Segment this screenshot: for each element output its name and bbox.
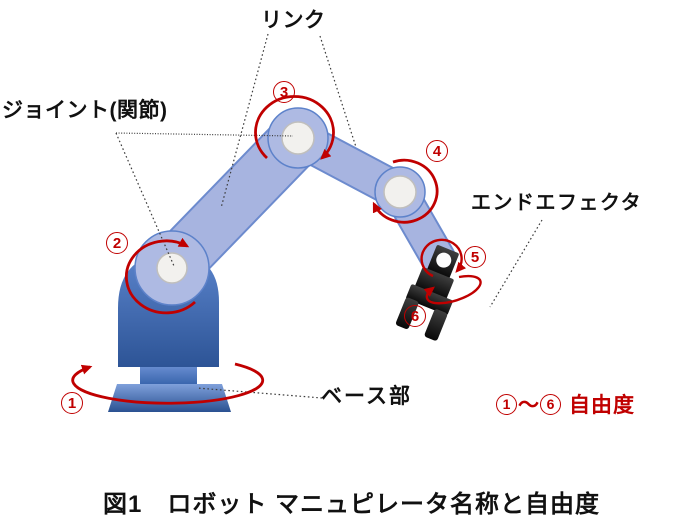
end-effector-gripper: [395, 245, 459, 341]
rotation-arrow-1: [71, 362, 265, 405]
rotation-arrow-5: [420, 238, 467, 278]
leader-link-1: [220, 33, 269, 209]
dof-legend-from: 1: [496, 393, 517, 415]
joint-3-pin: [281, 121, 315, 155]
figure-caption: 図1 ロボット マニュピレータ名称と自由度: [103, 491, 601, 518]
label-end-effector: エンドエフェクタ: [471, 192, 643, 214]
leader-lines: [115, 33, 543, 399]
joint-2-pin: [156, 252, 188, 284]
gripper-finger-right: [424, 309, 448, 341]
leader-link-2: [319, 35, 357, 148]
joint-4-pin: [383, 175, 417, 209]
gripper-body: [415, 267, 454, 300]
label-joint: ジョイント(関節): [2, 99, 168, 122]
leader-joint-2: [115, 132, 175, 267]
gripper-palm: [406, 284, 453, 315]
rotation-arrows: [71, 95, 482, 405]
label-link: リンク: [261, 9, 326, 32]
rotation-arrow-3: [254, 95, 335, 160]
dof-number-3: 3: [273, 81, 295, 103]
dof-legend-tilde: ～: [518, 394, 539, 417]
wrist-pin: [436, 252, 452, 268]
dof-number-6: 6: [404, 305, 426, 327]
rotation-arrow-2: [125, 237, 196, 315]
dof-legend-label: 自由度: [569, 394, 635, 417]
dof-number-1: 1: [61, 392, 83, 414]
dof-legend: 1 ～ 6 自由度: [496, 389, 635, 419]
label-base: ベース部: [321, 385, 412, 408]
leader-joint-3: [115, 132, 294, 137]
dof-number-4: 4: [426, 140, 448, 162]
dof-legend-to: 6: [540, 393, 561, 415]
rotation-arrow-4: [372, 158, 439, 224]
dof-number-2: 2: [106, 232, 128, 254]
base-pedestal: [108, 384, 231, 412]
base-neck: [140, 365, 197, 384]
dof-number-5: 5: [464, 246, 486, 268]
leader-end-effector: [489, 219, 543, 308]
rotation-arrow-6: [423, 274, 482, 305]
